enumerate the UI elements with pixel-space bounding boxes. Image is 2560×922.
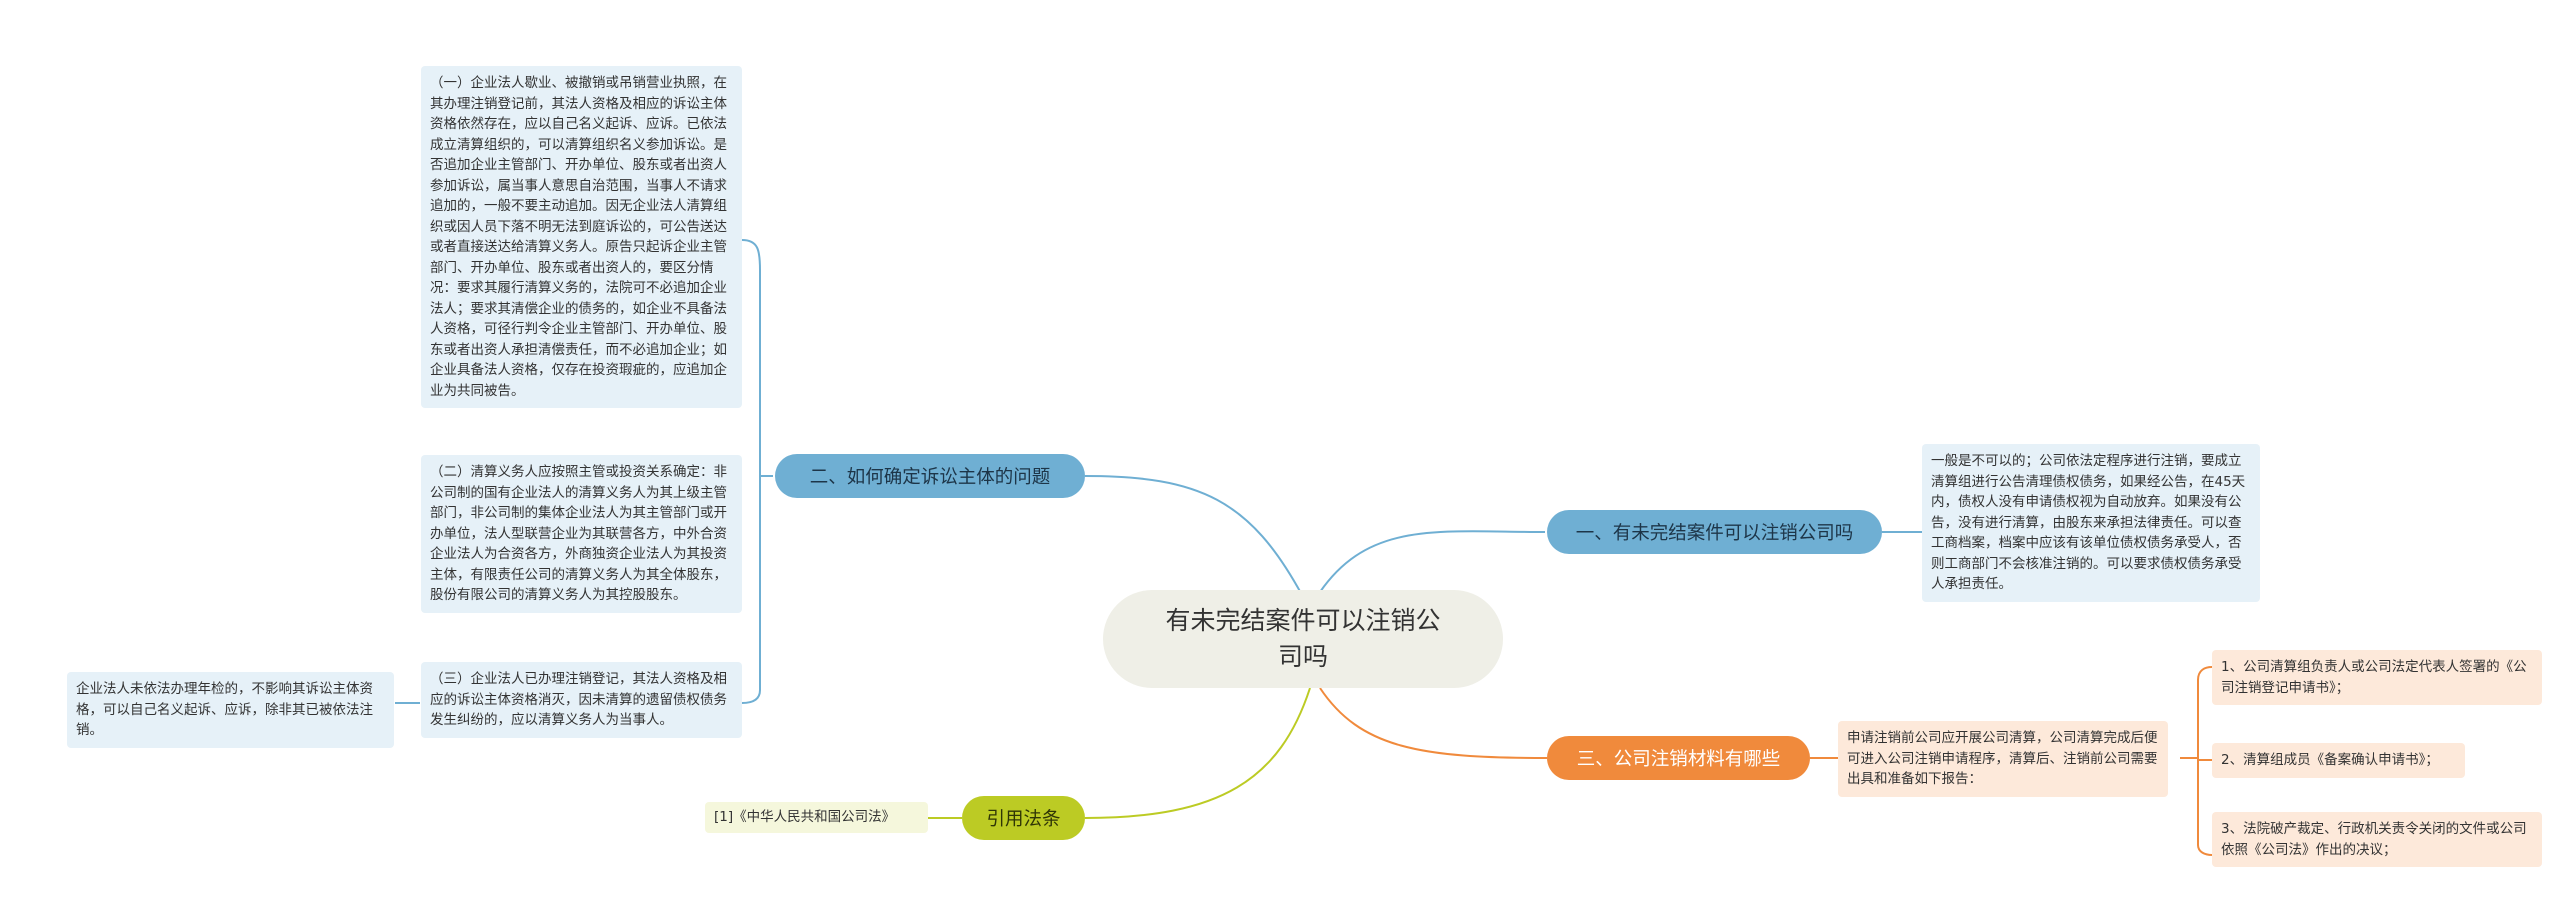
branch-q3[interactable]: 三、公司注销材料有哪些 xyxy=(1547,736,1810,780)
q2-item-3-text: （三）企业法人已办理注销登记，其法人资格及相应的诉讼主体资格消灭，因未清算的遗留… xyxy=(430,671,727,728)
q3-item-3[interactable]: 3、法院破产裁定、行政机关责令关闭的文件或公司依照《公司法》作出的决议； xyxy=(2212,812,2542,867)
q3-item-1[interactable]: 1、公司清算组负责人或公司法定代表人签署的《公司注销登记申请书》； xyxy=(2212,650,2542,705)
connector-center-q2 xyxy=(1084,475,1303,596)
q2-sub-note[interactable]: 企业法人未依法办理年检的，不影响其诉讼主体资格，可以自己名义起诉、应诉，除非其已… xyxy=(67,672,394,748)
q2-item-2[interactable]: （二）清算义务人应按照主管或投资关系确定：非公司制的国有企业法人的清算义务人为其… xyxy=(421,455,742,613)
law-item-1[interactable]: [1]《中华人民共和国公司法》 xyxy=(705,802,928,833)
q3-intro-text: 申请注销前公司应开展公司清算，公司清算完成后便可进入公司注销申请程序，清算后、注… xyxy=(1847,730,2158,787)
bracket-q3-items xyxy=(2180,666,2213,856)
q2-item-1[interactable]: （一）企业法人歇业、被撤销或吊销营业执照，在其办理注销登记前，其法人资格及相应的… xyxy=(421,66,742,408)
q3-item-3-text: 3、法院破产裁定、行政机关责令关闭的文件或公司依照《公司法》作出的决议； xyxy=(2221,821,2527,858)
q2-item-2-text: （二）清算义务人应按照主管或投资关系确定：非公司制的国有企业法人的清算义务人为其… xyxy=(430,464,727,603)
law-item-1-text: [1]《中华人民共和国公司法》 xyxy=(714,809,896,825)
branch-q1[interactable]: 一、有未完结案件可以注销公司吗 xyxy=(1547,510,1882,554)
branch-law[interactable]: 引用法条 xyxy=(962,796,1085,840)
branch-q2-label: 二、如何确定诉讼主体的问题 xyxy=(809,467,1051,488)
q3-item-2[interactable]: 2、清算组成员《备案确认申请书》； xyxy=(2212,743,2465,778)
branch-law-label: 引用法条 xyxy=(986,809,1061,830)
branch-q3-label: 三、公司注销材料有哪些 xyxy=(1576,749,1781,770)
connector-center-q1 xyxy=(1319,530,1546,593)
bracket-q2-items xyxy=(741,239,761,704)
central-topic[interactable]: 有未完结案件可以注销公司吗 xyxy=(1103,590,1503,688)
branch-q2[interactable]: 二、如何确定诉讼主体的问题 xyxy=(775,454,1085,498)
q2-item-3[interactable]: （三）企业法人已办理注销登记，其法人资格及相应的诉讼主体资格消灭，因未清算的遗留… xyxy=(421,662,742,738)
q3-item-1-text: 1、公司清算组负责人或公司法定代表人签署的《公司注销登记申请书》； xyxy=(2221,659,2527,696)
q3-intro-note[interactable]: 申请注销前公司应开展公司清算，公司清算完成后便可进入公司注销申请程序，清算后、注… xyxy=(1838,721,2168,797)
connector-center-q3 xyxy=(1319,687,1548,759)
q1-answer-note[interactable]: 一般是不可以的；公司依法定程序进行注销，要成立清算组进行公告清理债权债务，如果经… xyxy=(1922,444,2260,602)
q2-sub-note-text: 企业法人未依法办理年检的，不影响其诉讼主体资格，可以自己名义起诉、应诉，除非其已… xyxy=(76,681,373,738)
connector-center-law xyxy=(1084,687,1311,819)
q1-answer-text: 一般是不可以的；公司依法定程序进行注销，要成立清算组进行公告清理债权债务，如果经… xyxy=(1931,453,2246,592)
q2-item-1-text: （一）企业法人歇业、被撤销或吊销营业执照，在其办理注销登记前，其法人资格及相应的… xyxy=(430,75,727,399)
central-topic-label: 有未完结案件可以注销公司吗 xyxy=(1165,606,1441,671)
q3-item-2-text: 2、清算组成员《备案确认申请书》； xyxy=(2221,752,2439,768)
branch-q1-label: 一、有未完结案件可以注销公司吗 xyxy=(1575,523,1854,544)
